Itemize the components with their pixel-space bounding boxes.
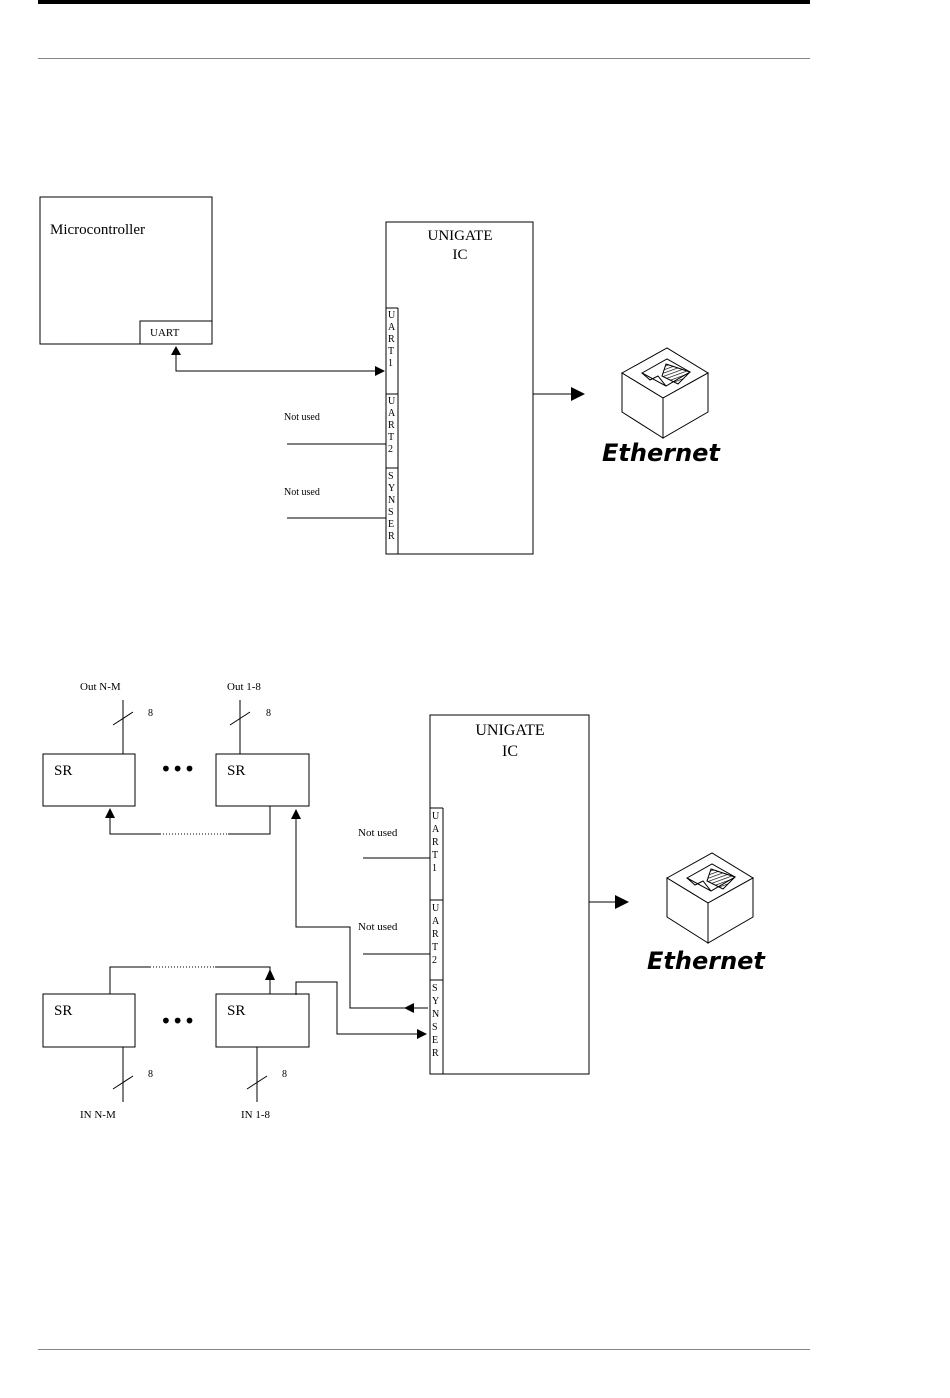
- uart-label: UART: [150, 327, 180, 339]
- ellipsis-in: •••: [160, 1009, 195, 1033]
- unigate-subtitle-2: IC: [502, 743, 518, 760]
- port-uart2-label-2: U A R T 2: [432, 903, 440, 966]
- svg-text:A: A: [432, 916, 440, 927]
- svg-text:8: 8: [266, 708, 271, 719]
- in-nm-label: IN N-M: [80, 1109, 116, 1121]
- svg-text:A: A: [432, 824, 440, 835]
- port-uart1-label-1: U A R T 1: [388, 310, 396, 369]
- unigate-title-2: UNIGATE: [475, 722, 544, 739]
- svg-text:R: R: [432, 929, 439, 940]
- svg-text:U: U: [432, 903, 440, 914]
- unigate-subtitle-1: IC: [453, 247, 468, 263]
- svg-text:R: R: [432, 1048, 439, 1059]
- not-used-label-2b: Not used: [358, 921, 398, 933]
- sr-out-18: [216, 754, 309, 806]
- diagram-1: Microcontroller UART UNIGATE IC U A R T …: [40, 197, 721, 554]
- svg-text:N: N: [388, 495, 395, 506]
- svg-text:SR: SR: [54, 763, 72, 779]
- unigate-title-1: UNIGATE: [428, 228, 493, 244]
- port-uart1-label-2: U A R T 1: [432, 811, 440, 874]
- svg-text:U: U: [388, 310, 396, 321]
- svg-text:1: 1: [432, 863, 437, 874]
- svg-text:8: 8: [282, 1069, 287, 1080]
- port-synser-label-2: S Y N S E R: [432, 983, 439, 1059]
- sr-out-nm: [43, 754, 135, 806]
- ellipsis-out: •••: [160, 757, 195, 781]
- svg-text:U: U: [432, 811, 440, 822]
- ethernet-jack-icon-2: [667, 853, 753, 943]
- out-18-label: Out 1-8: [227, 681, 261, 693]
- svg-text:Y: Y: [388, 483, 395, 494]
- svg-text:1: 1: [388, 358, 393, 369]
- svg-text:T: T: [432, 850, 438, 861]
- svg-text:SR: SR: [227, 763, 245, 779]
- svg-text:SR: SR: [54, 1003, 72, 1019]
- microcontroller-box: [40, 197, 212, 344]
- ethernet-label-1: Ethernet: [602, 439, 721, 467]
- svg-text:R: R: [432, 837, 439, 848]
- microcontroller-label: Microcontroller: [50, 222, 145, 238]
- ethernet-label-2: Ethernet: [647, 947, 766, 975]
- in-18-label: IN 1-8: [241, 1109, 271, 1121]
- uart-link: [176, 352, 384, 371]
- sr-in-nm: [43, 994, 135, 1047]
- diagram-2: Out N-M Out 1-8 8 8 SR SR ••• UNIGATE IC…: [43, 681, 766, 1121]
- svg-text:U: U: [388, 396, 396, 407]
- svg-text:SR: SR: [227, 1003, 245, 1019]
- svg-text:N: N: [432, 1009, 439, 1020]
- svg-text:S: S: [388, 507, 394, 518]
- not-used-label-2a: Not used: [358, 827, 398, 839]
- port-synser-label-1: S Y N S E R: [388, 471, 395, 542]
- sr-in-18: [216, 994, 309, 1047]
- svg-text:E: E: [432, 1035, 438, 1046]
- unigate-box-1: [386, 222, 533, 554]
- synser-clock-link: [296, 810, 428, 1008]
- svg-text:2: 2: [388, 444, 393, 455]
- svg-text:T: T: [388, 432, 394, 443]
- svg-text:S: S: [432, 1022, 438, 1033]
- svg-text:8: 8: [148, 708, 153, 719]
- svg-text:8: 8: [148, 1069, 153, 1080]
- unigate-box-2: [430, 715, 589, 1074]
- svg-text:R: R: [388, 531, 395, 542]
- svg-text:R: R: [388, 420, 395, 431]
- out-nm-label: Out N-M: [80, 681, 121, 693]
- svg-text:E: E: [388, 519, 394, 530]
- svg-text:R: R: [388, 334, 395, 345]
- ethernet-jack-icon: [622, 348, 708, 438]
- svg-text:A: A: [388, 322, 396, 333]
- not-used-label-1a: Not used: [284, 412, 320, 423]
- not-used-label-1b: Not used: [284, 487, 320, 498]
- svg-text:A: A: [388, 408, 396, 419]
- svg-text:T: T: [432, 942, 438, 953]
- svg-text:S: S: [388, 471, 394, 482]
- svg-text:T: T: [388, 346, 394, 357]
- svg-text:Y: Y: [432, 996, 439, 1007]
- svg-text:S: S: [432, 983, 438, 994]
- port-uart2-label-1: U A R T 2: [388, 396, 396, 455]
- svg-text:2: 2: [432, 955, 437, 966]
